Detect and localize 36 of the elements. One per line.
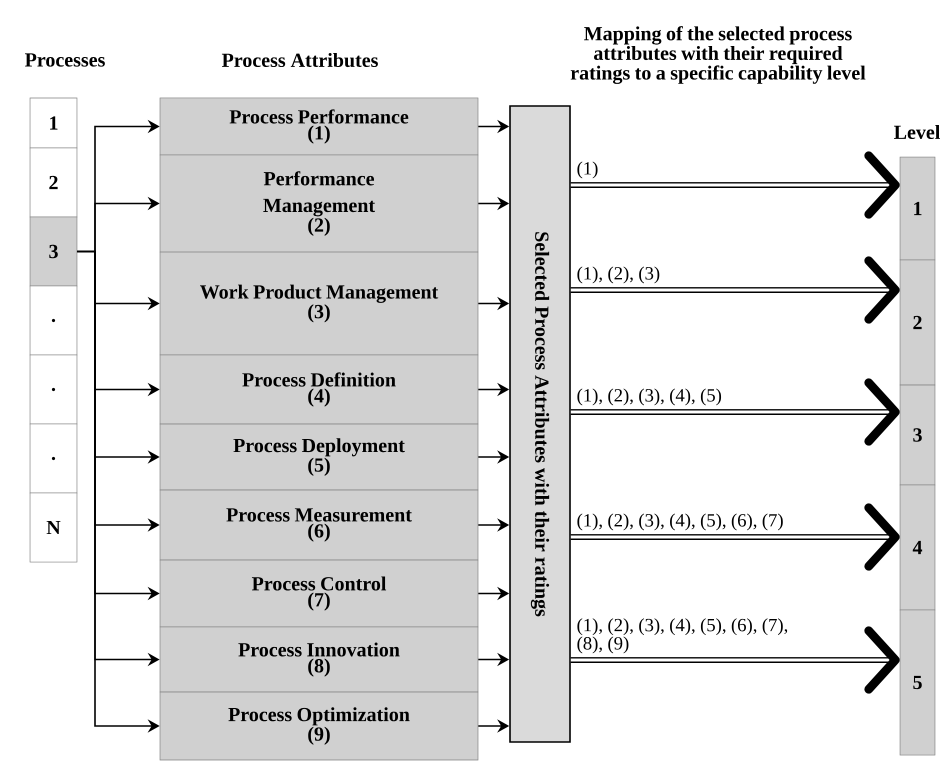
attribute-box: Process Definition (4) (160, 354, 478, 424)
attribute-box: Process Innovation (8) (160, 626, 478, 692)
attribute-box: Process Control (7) (160, 560, 478, 628)
double-arrow (570, 626, 900, 694)
double-arrow (570, 503, 900, 571)
edge-label: (1), (2), (3), (4), (5), (6), (7), (8), (9) (577, 618, 788, 654)
process-cell: . (30, 424, 78, 494)
double-arrow (570, 151, 900, 219)
attribute-box: Work Product Management (3) (160, 252, 478, 356)
edge-label: (1), (2), (3), (4), (5), (6), (7) (577, 513, 783, 530)
level-cell: 1 (900, 156, 936, 260)
edge-label: (1), (2), (3) (577, 266, 660, 284)
process-cell: N (30, 492, 78, 562)
level-cell: 3 (900, 384, 936, 486)
process-cell: 2 (30, 148, 78, 218)
attribute-box: Process Optimization (9) (160, 692, 478, 760)
level-cell: 2 (900, 260, 936, 386)
edge-label: (1), (2), (3), (4), (5) (577, 388, 722, 406)
level-cell: 5 (900, 610, 936, 756)
column-heading: Processes (24, 53, 105, 67)
double-arrow (570, 256, 900, 324)
process-cell: . (30, 286, 78, 356)
double-arrow (570, 378, 900, 446)
attribute-box: Process Deployment (5) (160, 424, 478, 490)
attribute-box: Process Performance (1) (160, 98, 478, 156)
process-cell: . (30, 354, 78, 424)
column-heading: Level (894, 124, 940, 140)
process-cell: 1 (30, 98, 78, 148)
column-heading: Process Attributes (222, 52, 378, 68)
process-cell: 3 (30, 216, 78, 286)
heading: Mapping of the selected process attributes with their required ratings to a specific capability level (570, 26, 866, 84)
level-cell: 4 (900, 484, 936, 610)
edge-label: (1) (577, 161, 598, 178)
attribute-box: Process Measurement (6) (160, 490, 478, 560)
attribute-box: Performance Management (2) (160, 154, 478, 252)
selected-attributes-box: Selected Process Attributes with their ratings (509, 105, 571, 743)
